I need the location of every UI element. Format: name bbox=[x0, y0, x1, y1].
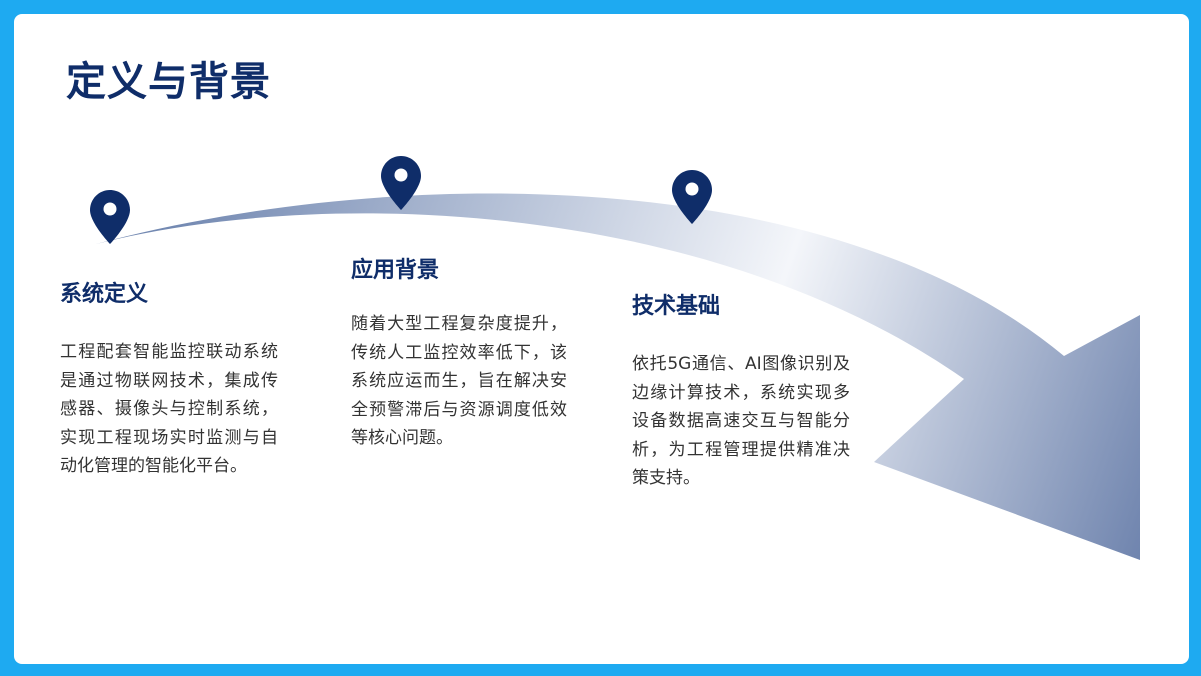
section-system-definition: 系统定义 工程配套智能监控联动系统是通过物联网技术，集成传感器、摄像头与控制系统… bbox=[60, 280, 278, 481]
section-body: 随着大型工程复杂度提升，传统人工监控效率低下，该系统应运而生，旨在解决安全预警滞… bbox=[351, 314, 567, 448]
map-pin-icon bbox=[90, 190, 130, 244]
map-pin-icon bbox=[672, 170, 712, 224]
slide: 定义与背景 系统定义 工程配套智能监控联动系统是通过物联网技术，集成 bbox=[14, 14, 1189, 664]
section-body: 依托5G通信、AI图像识别及边缘计算技术，系统实现多设备数据高速交互与智能分析，… bbox=[632, 354, 850, 488]
arrow-body bbox=[96, 193, 1140, 561]
curved-arrow-graphic bbox=[96, 193, 1140, 561]
page-title: 定义与背景 bbox=[66, 59, 271, 105]
section-heading: 应用背景 bbox=[351, 258, 440, 283]
section-heading: 系统定义 bbox=[60, 282, 149, 307]
section-technical-foundation: 技术基础 依托5G通信、AI图像识别及边缘计算技术，系统实现多设备数据高速交互与… bbox=[632, 292, 850, 493]
section-heading: 技术基础 bbox=[632, 294, 721, 319]
section-body: 工程配套智能监控联动系统是通过物联网技术，集成传感器、摄像头与控制系统，实现工程… bbox=[60, 342, 278, 476]
section-application-background: 应用背景 随着大型工程复杂度提升，传统人工监控效率低下，该系统应运而生，旨在解决… bbox=[351, 256, 567, 453]
map-pin-icon bbox=[381, 156, 421, 210]
